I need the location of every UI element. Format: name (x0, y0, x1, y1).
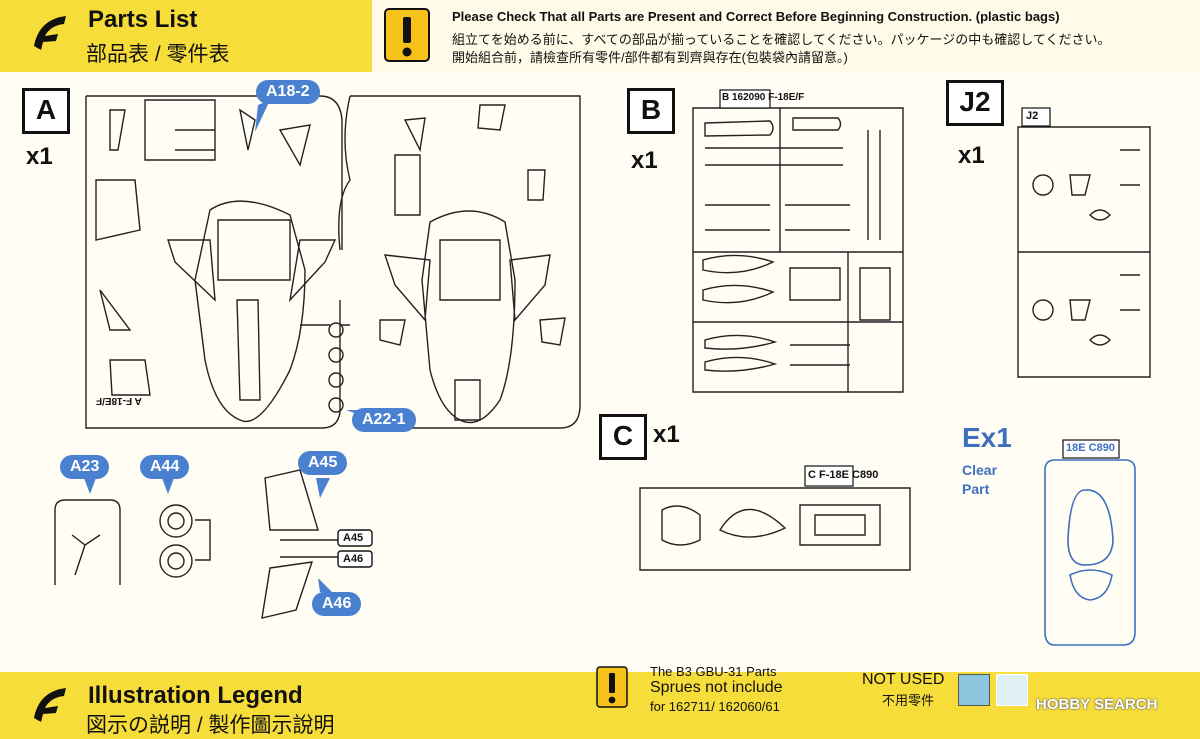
note-line-3: for 162711/ 162060/61 (650, 699, 780, 714)
sprue-a-code: A F-18E/F (96, 395, 142, 406)
warning-text-zh: 開始組合前，請檢查所有零件/部件都有到齊與存在(包裝袋內請留意。) (452, 50, 848, 65)
page-subtitle: 部品表 / 零件表 (86, 43, 230, 66)
note-warning-icon (596, 666, 628, 708)
page-title: Parts List (88, 6, 198, 33)
not-used-label: NOT USED (862, 671, 945, 688)
sprue-a-letter: A (22, 88, 70, 134)
sprue-c-qty: x1 (653, 421, 680, 448)
sprue-j2-drawing (1017, 126, 1151, 378)
warning-box (372, 0, 1200, 72)
sprue-code-tags (719, 89, 1120, 487)
sprue-a-drawing (85, 95, 581, 429)
sprue-j2-code: J2 (1026, 110, 1039, 122)
legend-title: Illustration Legend (88, 682, 303, 709)
callout-a22-1: A22-1 (352, 408, 416, 432)
not-used-label-zh: 不用零件 (882, 693, 935, 708)
callout-a23: A23 (60, 455, 110, 479)
sprue-b-code: B 162090 F-18E/F (722, 92, 805, 103)
brand-logo-icon (34, 16, 66, 50)
sprue-j2-qty: x1 (958, 142, 985, 169)
warning-text-jp: 組立てを始める前に、すべての部品が揃っていることを確認してください。パッケージの… (452, 32, 1111, 47)
label-a45: A45 (343, 532, 364, 544)
not-used-swatch-dark (958, 674, 990, 706)
note-line-1: The B3 GBU-31 Parts (650, 664, 777, 679)
clear-part-title: Ex1 (962, 422, 1012, 453)
sprue-c-letter: C (599, 414, 647, 460)
sprue-j2-letter: J2 (946, 80, 1004, 126)
a44-drawing (159, 504, 211, 578)
not-used-swatch-light (996, 674, 1028, 706)
note-line-2: Sprues not include (650, 679, 783, 696)
sprue-c-drawing (639, 487, 911, 571)
callout-a18-2: A18-2 (256, 80, 320, 104)
sprue-ex-code: 18E C890 (1066, 442, 1115, 454)
sprue-a-qty: x1 (26, 143, 53, 170)
a45-a46-drawing (261, 469, 338, 619)
warning-icon (384, 8, 430, 62)
sprue-b-drawing (692, 107, 904, 393)
watermark: HOBBY SEARCH (1036, 696, 1158, 713)
callout-a45: A45 (298, 451, 348, 475)
clear-part-label-1: Clear (962, 462, 998, 478)
warning-text-en: Please Check That all Parts are Present … (452, 9, 1060, 24)
a45-a46-label-boxes (337, 529, 373, 568)
a23-drawing (54, 499, 121, 585)
callout-a44: A44 (140, 455, 190, 479)
legend-logo-icon (34, 688, 66, 722)
sprue-b-qty: x1 (631, 147, 658, 174)
legend-subtitle: 図示の説明 / 製作圖示說明 (86, 714, 335, 737)
callout-pointers (84, 100, 365, 594)
label-a46: A46 (343, 553, 364, 565)
clear-part-label-2: Part (962, 481, 990, 497)
clear-part-drawing (1044, 459, 1136, 646)
callout-a46: A46 (312, 592, 362, 616)
parts-panel (0, 72, 1200, 672)
sprue-c-code: C F-18E C890 (808, 469, 879, 481)
sprue-b-letter: B (627, 88, 675, 134)
